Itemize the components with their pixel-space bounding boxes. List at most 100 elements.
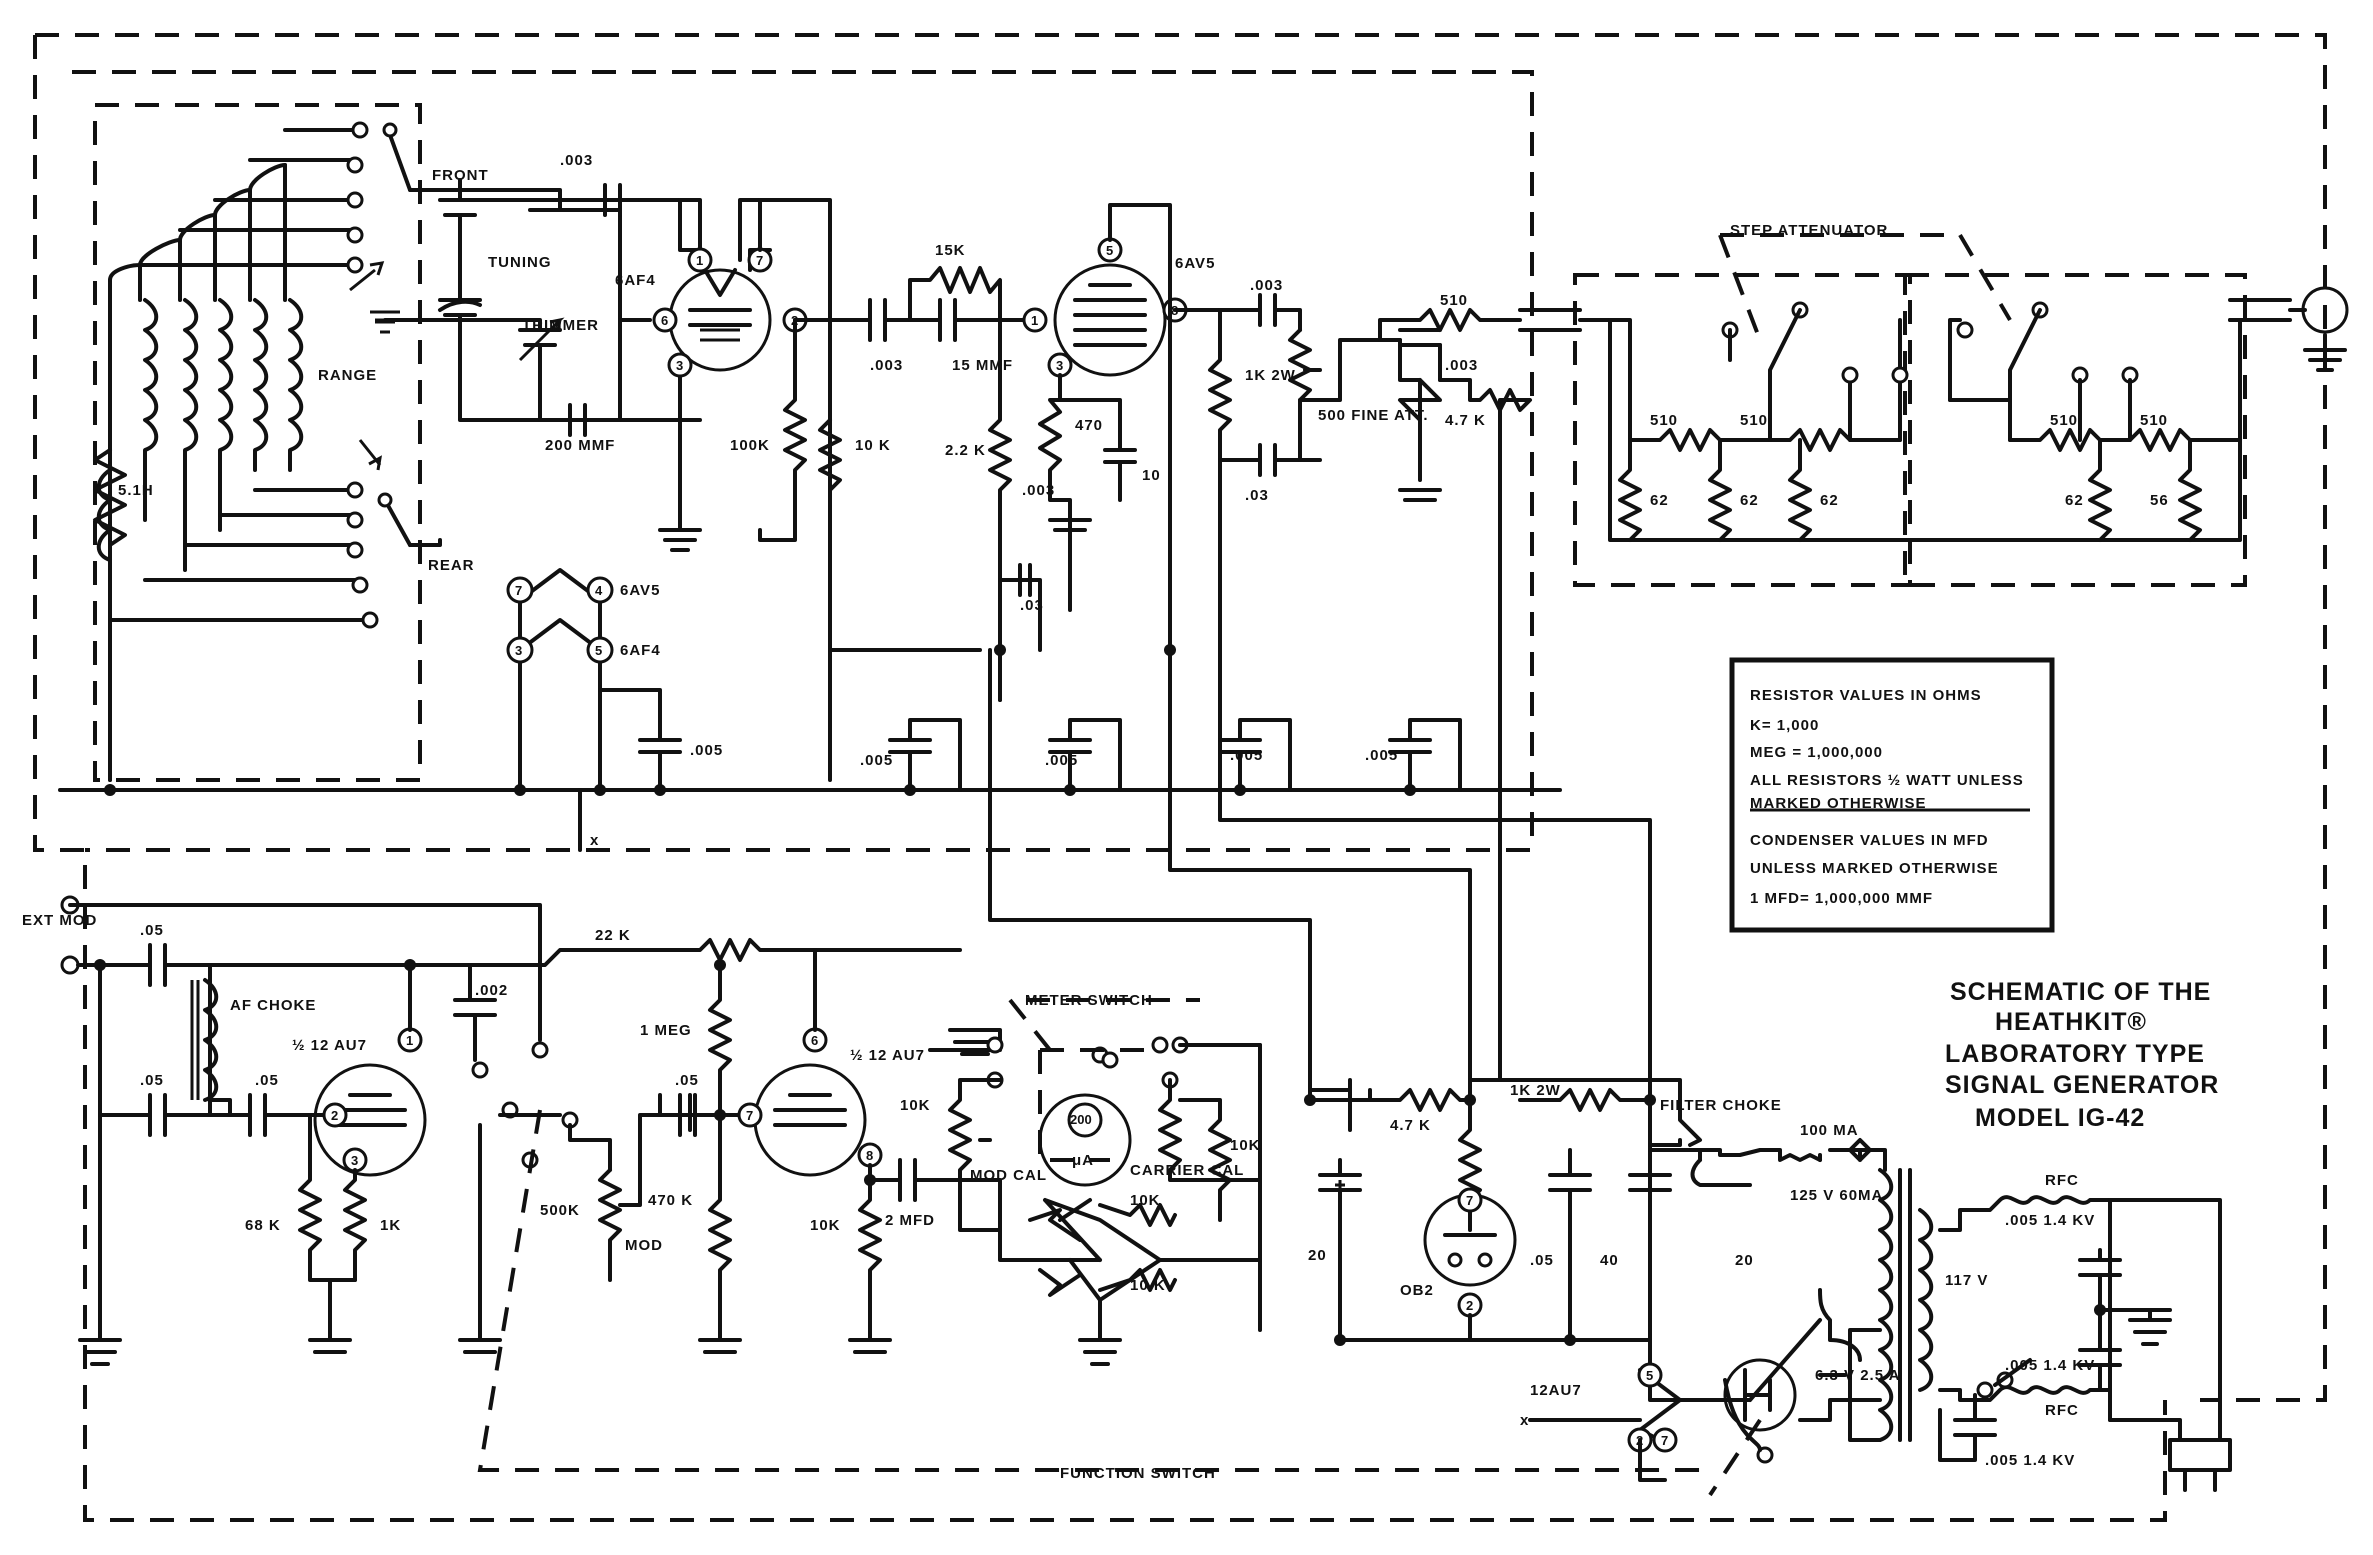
r-51h-label: 5.1H <box>118 482 154 499</box>
rear-label: REAR <box>428 557 475 574</box>
amplifier-section: 5 3 1 8 <box>793 203 1612 782</box>
r-10k-a-label: 10 K <box>855 437 891 454</box>
shield-enclosures <box>33 33 2327 1522</box>
legend-line-7: UNLESS MARKED OTHERWISE <box>1750 860 1999 877</box>
r-470k-label: 470 K <box>648 1192 693 1209</box>
r-1k2w-a-label: 1K 2W <box>1245 367 1296 384</box>
function-switch-label: FUNCTION SWITCH <box>1060 1465 1216 1482</box>
legend-line-8: 1 MFD= 1,000,000 MMF <box>1750 890 1933 907</box>
legend-line-1: RESISTOR VALUES IN OHMS <box>1750 687 1982 704</box>
svg-text:2: 2 <box>331 1108 338 1123</box>
cap-005-d-label: .005 <box>1230 747 1263 764</box>
svg-text:3: 3 <box>676 358 683 373</box>
tube-6av5-label: 6AV5 <box>1175 255 1215 272</box>
svg-text:7: 7 <box>1661 1433 1668 1448</box>
svg-text:3: 3 <box>351 1153 358 1168</box>
cap-005-f-label: .005 1.4 KV <box>2005 1212 2095 1229</box>
r-15k-label: 15K <box>935 242 966 259</box>
cap-05-d-label: .05 <box>675 1072 699 1089</box>
svg-text:6: 6 <box>661 313 668 328</box>
r-510-c-label: 510 <box>1740 412 1768 429</box>
r-500k-label: 500K <box>540 1202 580 1219</box>
range-coil-bank <box>93 121 412 782</box>
svg-text:6: 6 <box>811 1033 818 1048</box>
x-b-label: x <box>1520 1412 1529 1429</box>
svg-text:7: 7 <box>515 583 522 598</box>
svg-text:2: 2 <box>1466 1298 1473 1313</box>
title-line-4: SIGNAL GENERATOR <box>1945 1071 2219 1099</box>
r-62-c-label: 62 <box>1820 492 1839 509</box>
cap-03-b-label: .03 <box>1020 597 1044 614</box>
svg-text:7: 7 <box>756 253 763 268</box>
r-10k-b-label: 10K <box>810 1217 841 1234</box>
rfc-b-label: RFC <box>2045 1402 2079 1419</box>
modulation-section: 1 2 3 6 7 8 <box>60 895 992 1366</box>
svg-text:8: 8 <box>866 1148 873 1163</box>
tube-0b2-label: OB2 <box>1400 1282 1434 1299</box>
cap-05-a-label: .05 <box>140 922 164 939</box>
step-attenuator <box>1608 286 2349 542</box>
cap-002-label: .002 <box>475 982 508 999</box>
cap-03-a-label: .03 <box>1245 487 1269 504</box>
r-47k-b-label: 4.7 K <box>1390 1117 1431 1134</box>
tube-12au7-a-label: ½ 12 AU7 <box>292 1037 367 1054</box>
component-labels: FRONT TUNING TRIMMER RANGE REAR .003 200… <box>22 152 2169 1482</box>
r-47k-a-label: 4.7 K <box>1445 412 1486 429</box>
junction-dots <box>94 644 2106 1346</box>
svg-text:3: 3 <box>515 643 522 658</box>
mod-cal-label: MOD CAL <box>970 1167 1047 1184</box>
title-line-5: MODEL IG-42 <box>1975 1104 2145 1132</box>
svg-text:5: 5 <box>1106 243 1113 258</box>
cap-005-b-label: .005 <box>860 752 893 769</box>
carrier-cal-label: CARRIER CAL <box>1130 1162 1244 1179</box>
r-62-d-label: 62 <box>2065 492 2084 509</box>
cap-05-e-label: .05 <box>1530 1252 1554 1269</box>
r-1meg-label: 1 MEG <box>640 1022 692 1039</box>
legend-line-2: K= 1,000 <box>1750 717 1819 734</box>
tuning-label: TUNING <box>488 254 552 271</box>
svg-text:7: 7 <box>746 1108 753 1123</box>
cap-005-g-label: .005 1.4 KV <box>2005 1357 2095 1374</box>
r-510-b-label: 510 <box>1650 412 1678 429</box>
r-22k-a-label: 2.2 K <box>945 442 986 459</box>
af-choke-label: AF CHOKE <box>230 997 316 1014</box>
ext-mod-label: EXT MOD <box>22 912 97 929</box>
ma100-label: 100 MA <box>1800 1122 1859 1139</box>
cap-15mmf-label: 15 MMF <box>952 357 1013 374</box>
v63-label: 6.3 V 2.5 A <box>1815 1367 1901 1384</box>
cap-2mfd-label: 2 MFD <box>885 1212 935 1229</box>
cap-003-top-label: .003 <box>560 152 593 169</box>
step-attenuator-label: STEP ATTENUATOR <box>1730 222 1888 239</box>
r-100k-label: 100K <box>730 437 770 454</box>
r-10k-e-label: 10K <box>1130 1192 1161 1209</box>
legend-box: RESISTOR VALUES IN OHMS K= 1,000 MEG = 1… <box>1729 657 2055 933</box>
r-510-d-label: 510 <box>2050 412 2078 429</box>
cap-05-b-label: .05 <box>140 1072 164 1089</box>
svg-text:3: 3 <box>1056 358 1063 373</box>
heater-6av5-label: 6AV5 <box>620 582 660 599</box>
svg-text:1: 1 <box>1031 313 1038 328</box>
title-line-1: SCHEMATIC OF THE <box>1950 978 2211 1006</box>
meter-circuit: 200 <box>928 1028 1262 1366</box>
svg-text:7: 7 <box>1466 1193 1473 1208</box>
power-supply: 7 2 5 2 7 <box>477 648 2232 1497</box>
r-62-a-label: 62 <box>1650 492 1669 509</box>
svg-text:1: 1 <box>406 1033 413 1048</box>
title-line-3: LABORATORY TYPE <box>1945 1040 2205 1068</box>
r-1k2w-b-label: 1K 2W <box>1510 1082 1561 1099</box>
tube-6af4-label: 6AF4 <box>615 272 656 289</box>
title-line-2: HEATHKIT® <box>1995 1008 2147 1036</box>
r-1k-label: 1K <box>380 1217 401 1234</box>
r-510-a-label: 510 <box>1440 292 1468 309</box>
legend-line-4: ALL RESISTORS ½ WATT UNLESS <box>1750 772 2024 789</box>
cap-05-c-label: .05 <box>255 1072 279 1089</box>
cap-003-c-label: .003 <box>1250 277 1283 294</box>
r-510-e-label: 510 <box>2140 412 2168 429</box>
rfc-a-label: RFC <box>2045 1172 2079 1189</box>
r-56-label: 56 <box>2150 492 2169 509</box>
legend-line-5: MARKED OTHERWISE <box>1750 795 1927 812</box>
v125-label: 125 V 60MA <box>1790 1187 1883 1204</box>
x-a-label: x <box>590 832 599 849</box>
meter-200-label: 200 <box>1070 1112 1092 1127</box>
